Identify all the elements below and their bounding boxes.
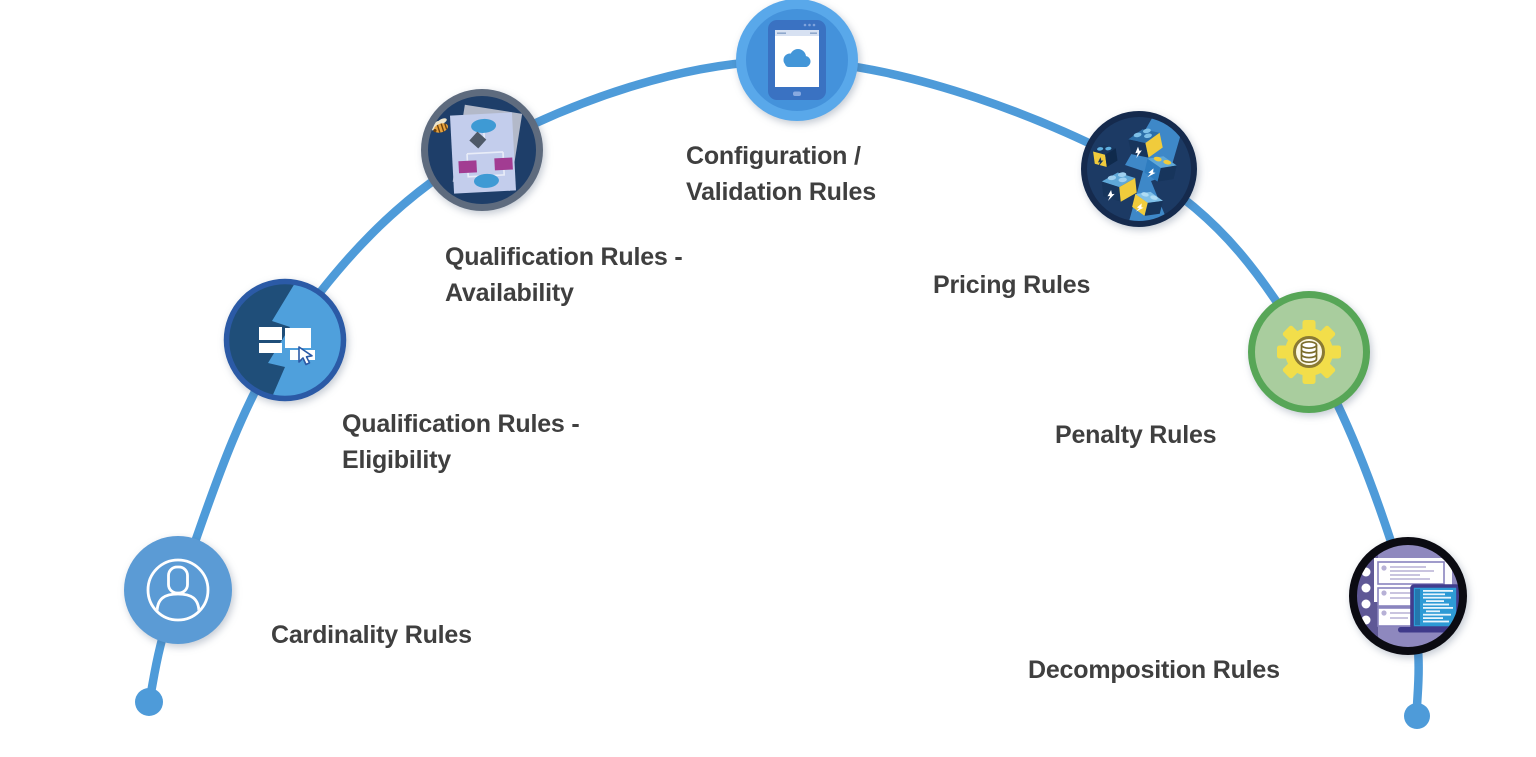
node-penalty-rules [1247,290,1371,414]
list-card [1377,561,1445,585]
node-label-penalty-rules: Penalty Rules [1055,421,1217,449]
user-avatar-icon [124,536,232,644]
node-pricing-rules [1077,107,1201,231]
salesforce-cloud-icon [783,49,811,67]
node-qualification-availability [420,88,544,212]
node-cardinality-rules [123,535,233,645]
laptop-icon [1398,584,1461,633]
arc-endpoint-dot-left [135,688,163,716]
node-label-qualification-availability: Qualification Rules - Availability [445,243,683,307]
lightning-windows-icon [223,278,347,402]
arc-endpoint-dot-right [1404,703,1430,729]
node-decomposition-rules [1348,536,1468,656]
node-label-configuration-validation: Configuration / Validation Rules [686,142,876,206]
flowchart-document-icon [421,89,543,211]
lego-bricks-icon [1081,111,1197,227]
node-label-decomposition-rules: Decomposition Rules [1028,656,1280,684]
node-label-cardinality-rules: Cardinality Rules [271,621,472,649]
node-qualification-eligibility [223,278,347,402]
mobile-phone-cloud-icon [736,0,858,121]
node-label-pricing-rules: Pricing Rules [933,271,1091,299]
bee-icon [431,118,448,133]
node-configuration-validation [735,0,859,122]
node-label-qualification-eligibility: Qualification Rules - Eligibility [342,410,580,474]
checklist-laptop-icon [1349,537,1467,655]
gear-database-icon [1248,291,1370,413]
database-icon [1300,340,1318,364]
